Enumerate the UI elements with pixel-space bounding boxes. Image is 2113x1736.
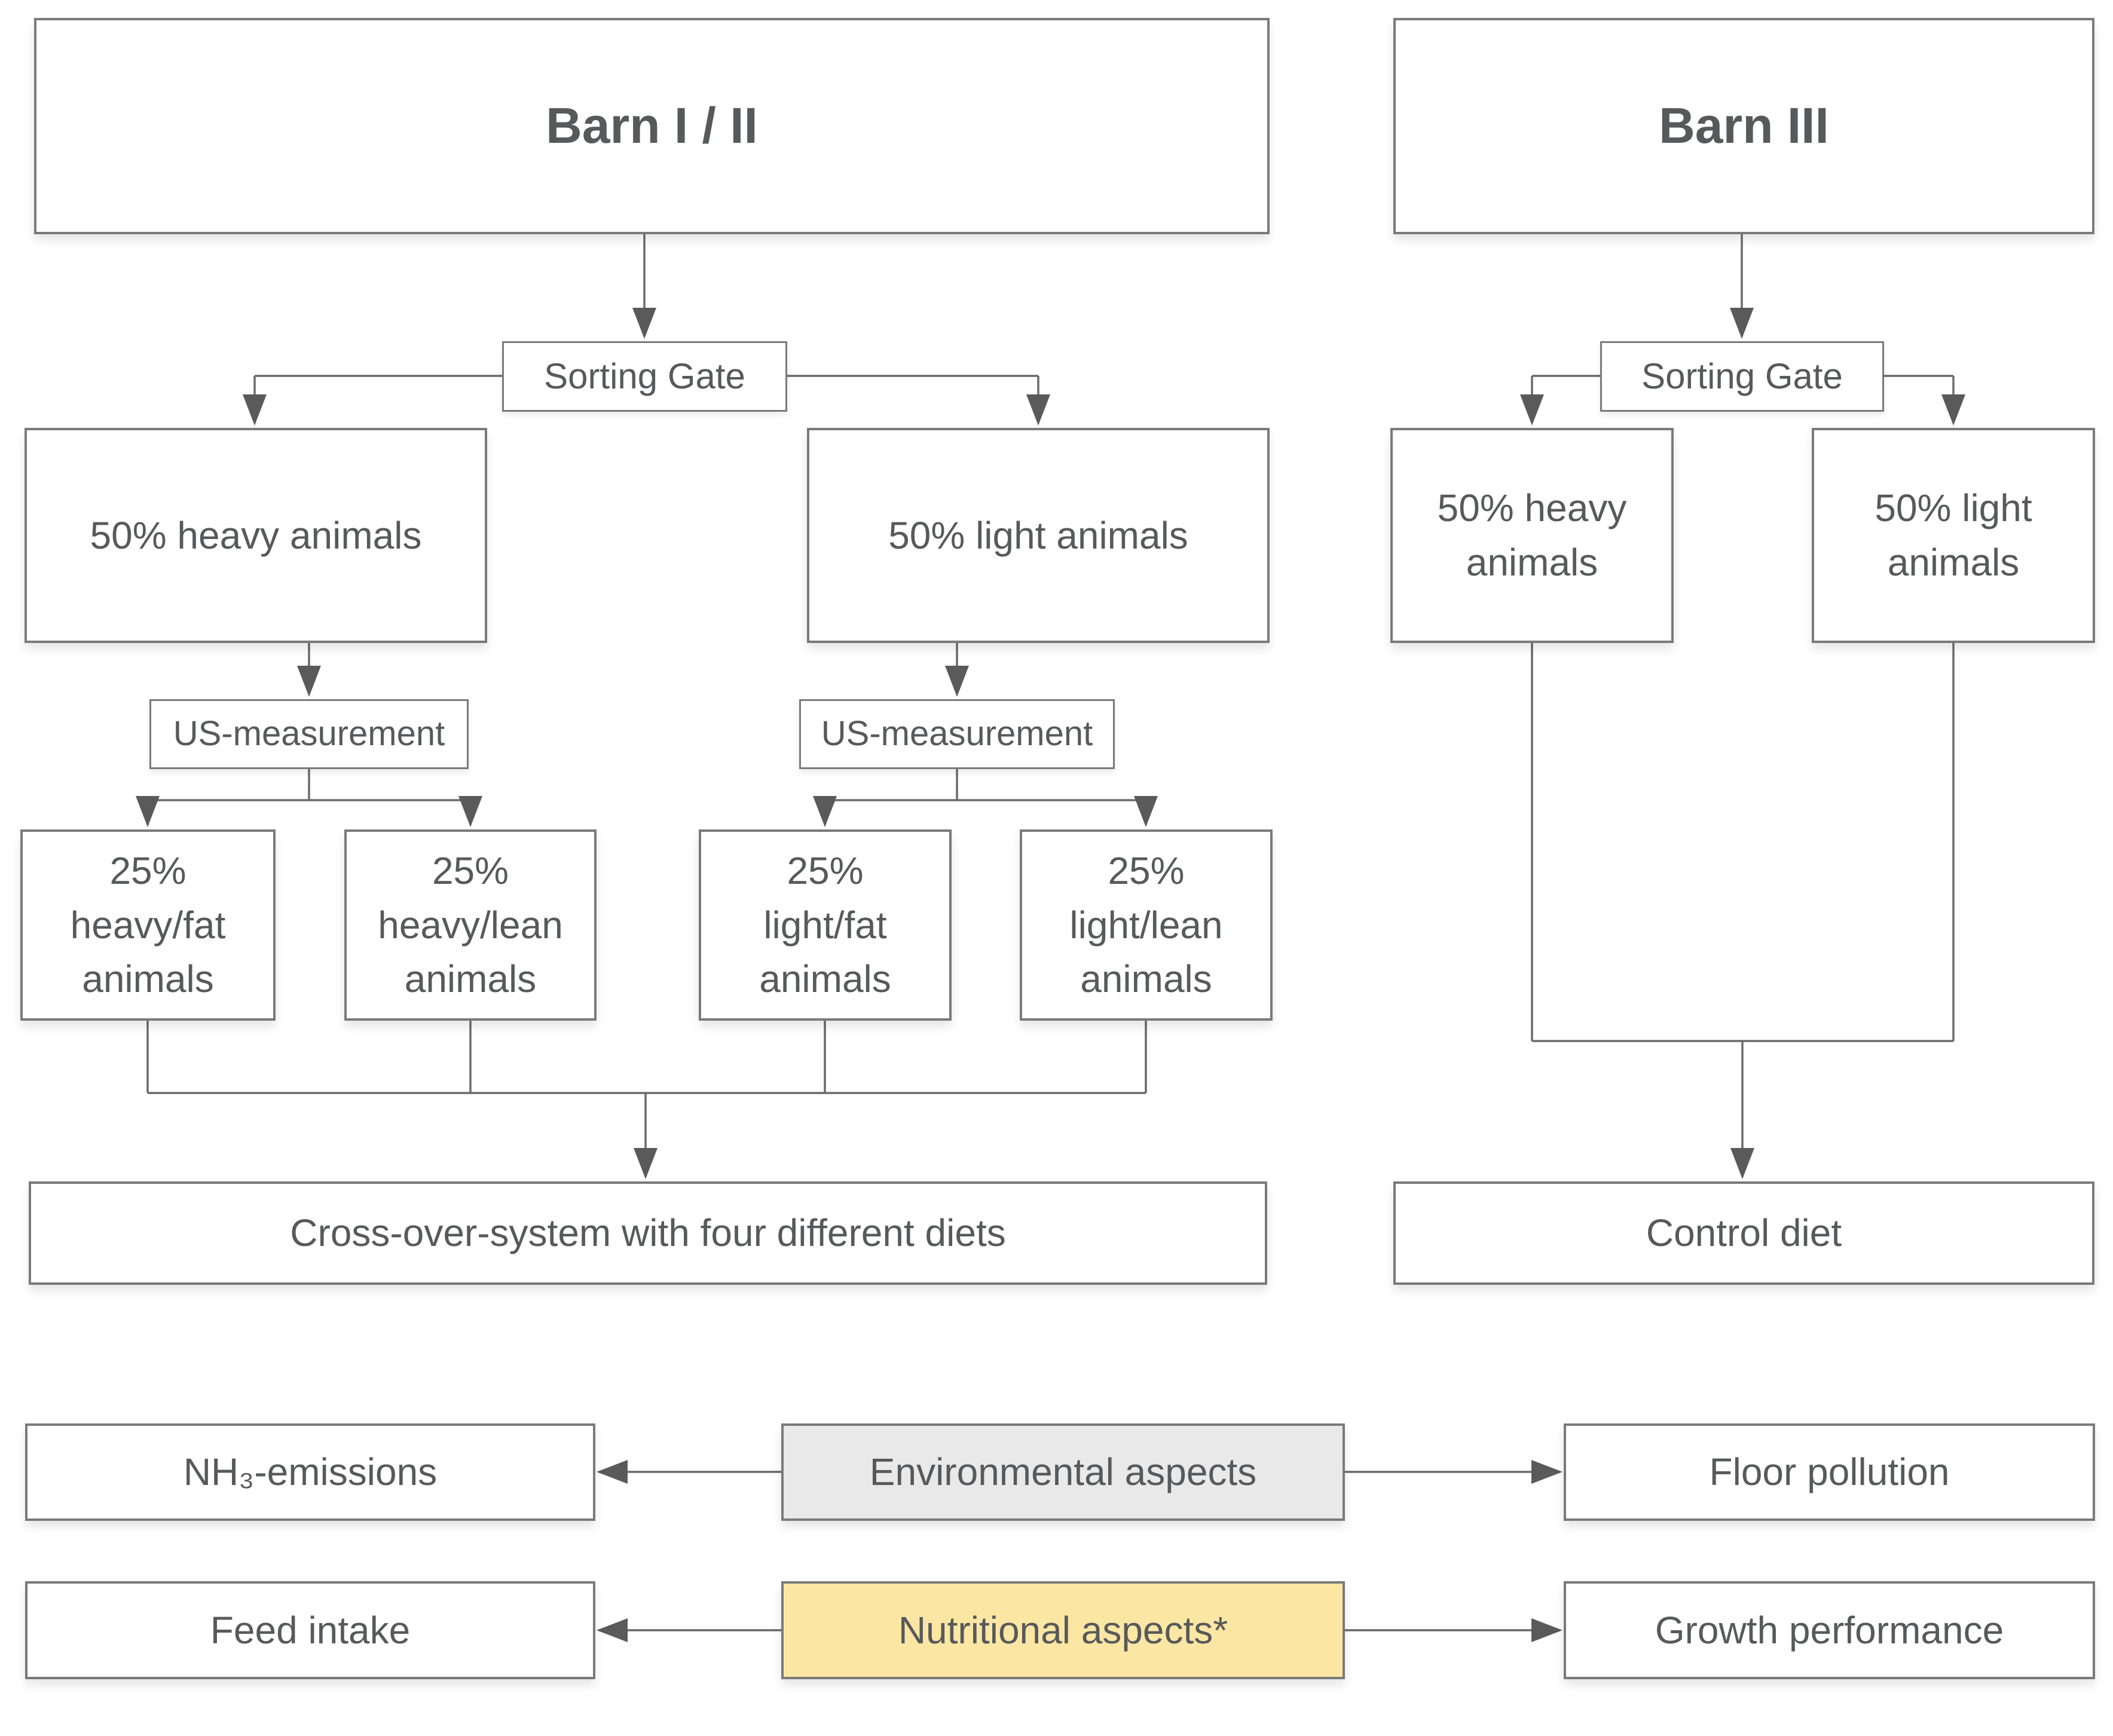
box-us-measurement-right: US-measurement (799, 699, 1115, 769)
box-50-heavy-right: 50% heavy animals (1390, 428, 1674, 643)
box-sorting-gate-right: Sorting Gate (1600, 341, 1884, 412)
box-25-light-lean: 25% light/lean animals (1020, 829, 1273, 1021)
box-25-heavy-fat: 25% heavy/fat animals (20, 829, 276, 1021)
box-control-diet: Control diet (1393, 1181, 2094, 1285)
box-50-heavy-left: 50% heavy animals (25, 428, 487, 643)
box-sorting-gate-left: Sorting Gate (502, 341, 787, 412)
box-50-light-left: 50% light animals (807, 428, 1270, 643)
box-barn-3: Barn III (1393, 18, 2094, 234)
box-barn-1-2: Barn I / II (34, 18, 1270, 234)
box-crossover-system: Cross-over-system with four different di… (29, 1181, 1267, 1285)
box-25-heavy-lean: 25% heavy/lean animals (344, 829, 597, 1021)
box-50-light-right: 50% light animals (1812, 428, 2095, 643)
box-25-light-fat: 25% light/fat animals (699, 829, 952, 1021)
box-floor-pollution: Floor pollution (1564, 1423, 2095, 1521)
box-nh3-emissions: NH₃-emissions (25, 1423, 595, 1521)
box-growth-performance: Growth performance (1564, 1581, 2095, 1679)
box-us-measurement-left: US-measurement (149, 699, 469, 769)
box-environmental-aspects: Environmental aspects (781, 1423, 1345, 1521)
box-nutritional-aspects: Nutritional aspects* (781, 1581, 1345, 1679)
box-feed-intake: Feed intake (25, 1581, 595, 1679)
